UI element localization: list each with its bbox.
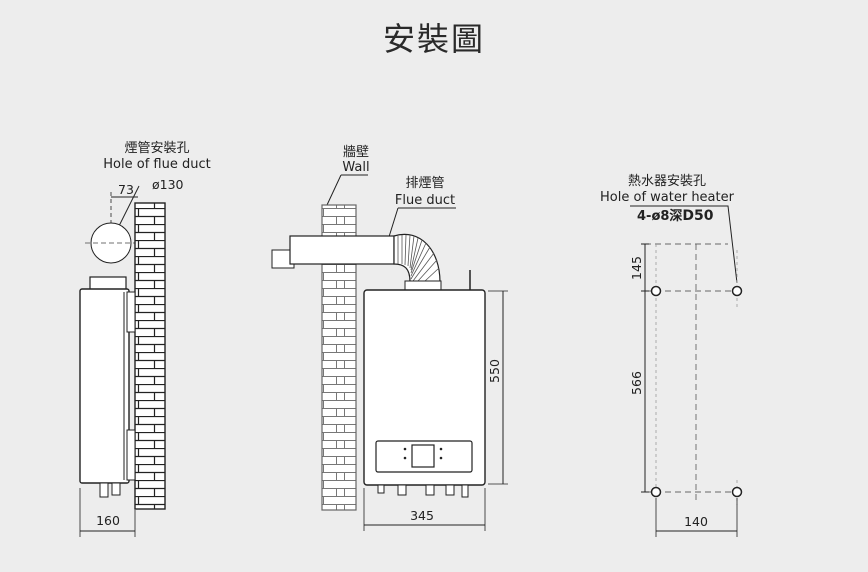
panel-button-icon: [403, 456, 407, 460]
wall-label-zh: 牆壁: [343, 145, 369, 160]
mount-label-en: Hole of water heater: [600, 190, 735, 205]
mount-hole: [731, 285, 743, 297]
bottom-pipe: [397, 484, 407, 496]
bottom-pipe: [425, 484, 435, 496]
diameter-dim-value: ø130: [152, 177, 184, 192]
flue-duct-corrugation: [397, 234, 440, 282]
display-screen: [411, 444, 435, 468]
mount-hole: [650, 285, 662, 297]
top-offset-dim-value: 145: [629, 256, 644, 280]
flue-hole-label-zh: 煙管安裝孔: [124, 141, 189, 156]
bottom-pipe: [445, 484, 455, 496]
side-wall: [134, 202, 166, 510]
mount-hole: [650, 486, 662, 498]
page-title: 安裝圖: [382, 20, 485, 58]
vertical-dim-value: 566: [629, 371, 644, 395]
diameter-leader: [115, 185, 140, 233]
mount-bracket-top: [126, 291, 136, 333]
mount-view: 熱水器安裝孔 Hole of water heater 4-ø8深D50 145…: [600, 174, 745, 537]
side-pipe-2: [111, 482, 121, 496]
mount-hole: [731, 486, 743, 498]
flue-duct-straight: [289, 235, 395, 265]
panel-button-icon: [439, 447, 443, 451]
bottom-pipe: [461, 484, 469, 498]
side-pipe-1: [99, 482, 109, 498]
flue-hole-label-en: Hole of flue duct: [103, 157, 210, 172]
mount-leader: [630, 205, 738, 284]
heater-front-body: [363, 289, 486, 486]
flue-label-zh: 排煙管: [405, 176, 444, 191]
heater-side-body: [79, 288, 130, 484]
flue-leader: [387, 207, 456, 241]
bottom-pipe: [377, 484, 385, 494]
height-dim-value: 550: [487, 359, 502, 383]
offset-dim-value: 73: [118, 182, 134, 197]
hole-spec: 4-ø8深D50: [637, 208, 714, 224]
flue-label-en: Flue duct: [395, 193, 455, 208]
mount-label-zh: 熱水器安裝孔: [628, 174, 706, 189]
heater-top-cap: [89, 276, 127, 291]
wall-leader: [326, 174, 368, 206]
side-view: 煙管安裝孔 Hole of flue duct 73 ø130 160: [79, 141, 211, 537]
horizontal-dim-value: 140: [684, 514, 708, 529]
mount-bracket-bottom: [126, 429, 136, 481]
wall-label-en: Wall: [342, 160, 369, 175]
panel-button-icon: [439, 456, 443, 460]
panel-button-icon: [403, 447, 407, 451]
width-dim-value: 345: [410, 508, 434, 523]
depth-dim-value: 160: [96, 513, 120, 528]
front-view: 牆壁 Wall 排煙管 Flue duct: [271, 145, 508, 531]
